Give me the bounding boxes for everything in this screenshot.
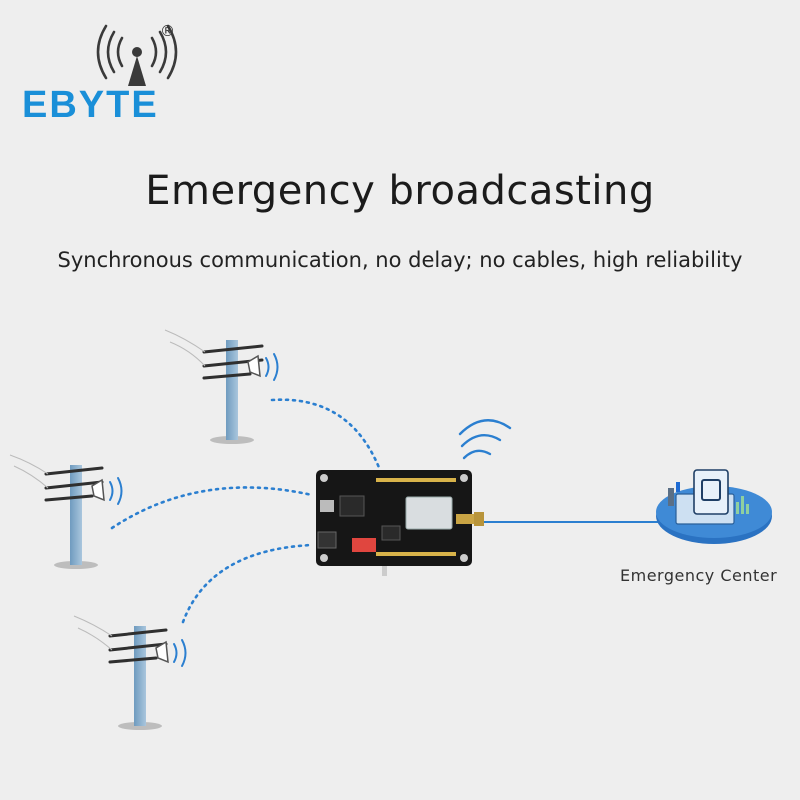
rf-module <box>405 496 453 530</box>
wireless-antenna-icon <box>96 24 178 86</box>
dip-switch <box>352 538 376 552</box>
link-pole-top <box>270 398 382 472</box>
speaker-icon <box>91 478 105 502</box>
board-signal-waves <box>458 419 512 460</box>
sma-connector <box>456 514 476 524</box>
brand-wordmark: EBYTE <box>22 84 159 126</box>
registered-mark: ® <box>160 22 175 40</box>
link-pole-bottom <box>181 543 314 624</box>
signal-links <box>110 398 382 624</box>
broadcast-diagram <box>9 329 772 730</box>
page-title: Emergency broadcasting <box>145 168 655 214</box>
utility-pole-middle <box>9 454 123 569</box>
utility-pole-top <box>164 329 279 444</box>
speaker-icon <box>247 354 261 378</box>
emergency-center-icon <box>656 469 772 544</box>
utility-pole-bottom <box>73 615 187 730</box>
ebyte-logo: ® EBYTE <box>22 22 212 132</box>
radio-module-board <box>316 470 484 576</box>
link-pole-middle <box>110 486 314 530</box>
page-subtitle: Synchronous communication, no delay; no … <box>57 248 743 272</box>
emergency-center-label: Emergency Center <box>620 566 778 585</box>
speaker-icon <box>155 640 169 664</box>
